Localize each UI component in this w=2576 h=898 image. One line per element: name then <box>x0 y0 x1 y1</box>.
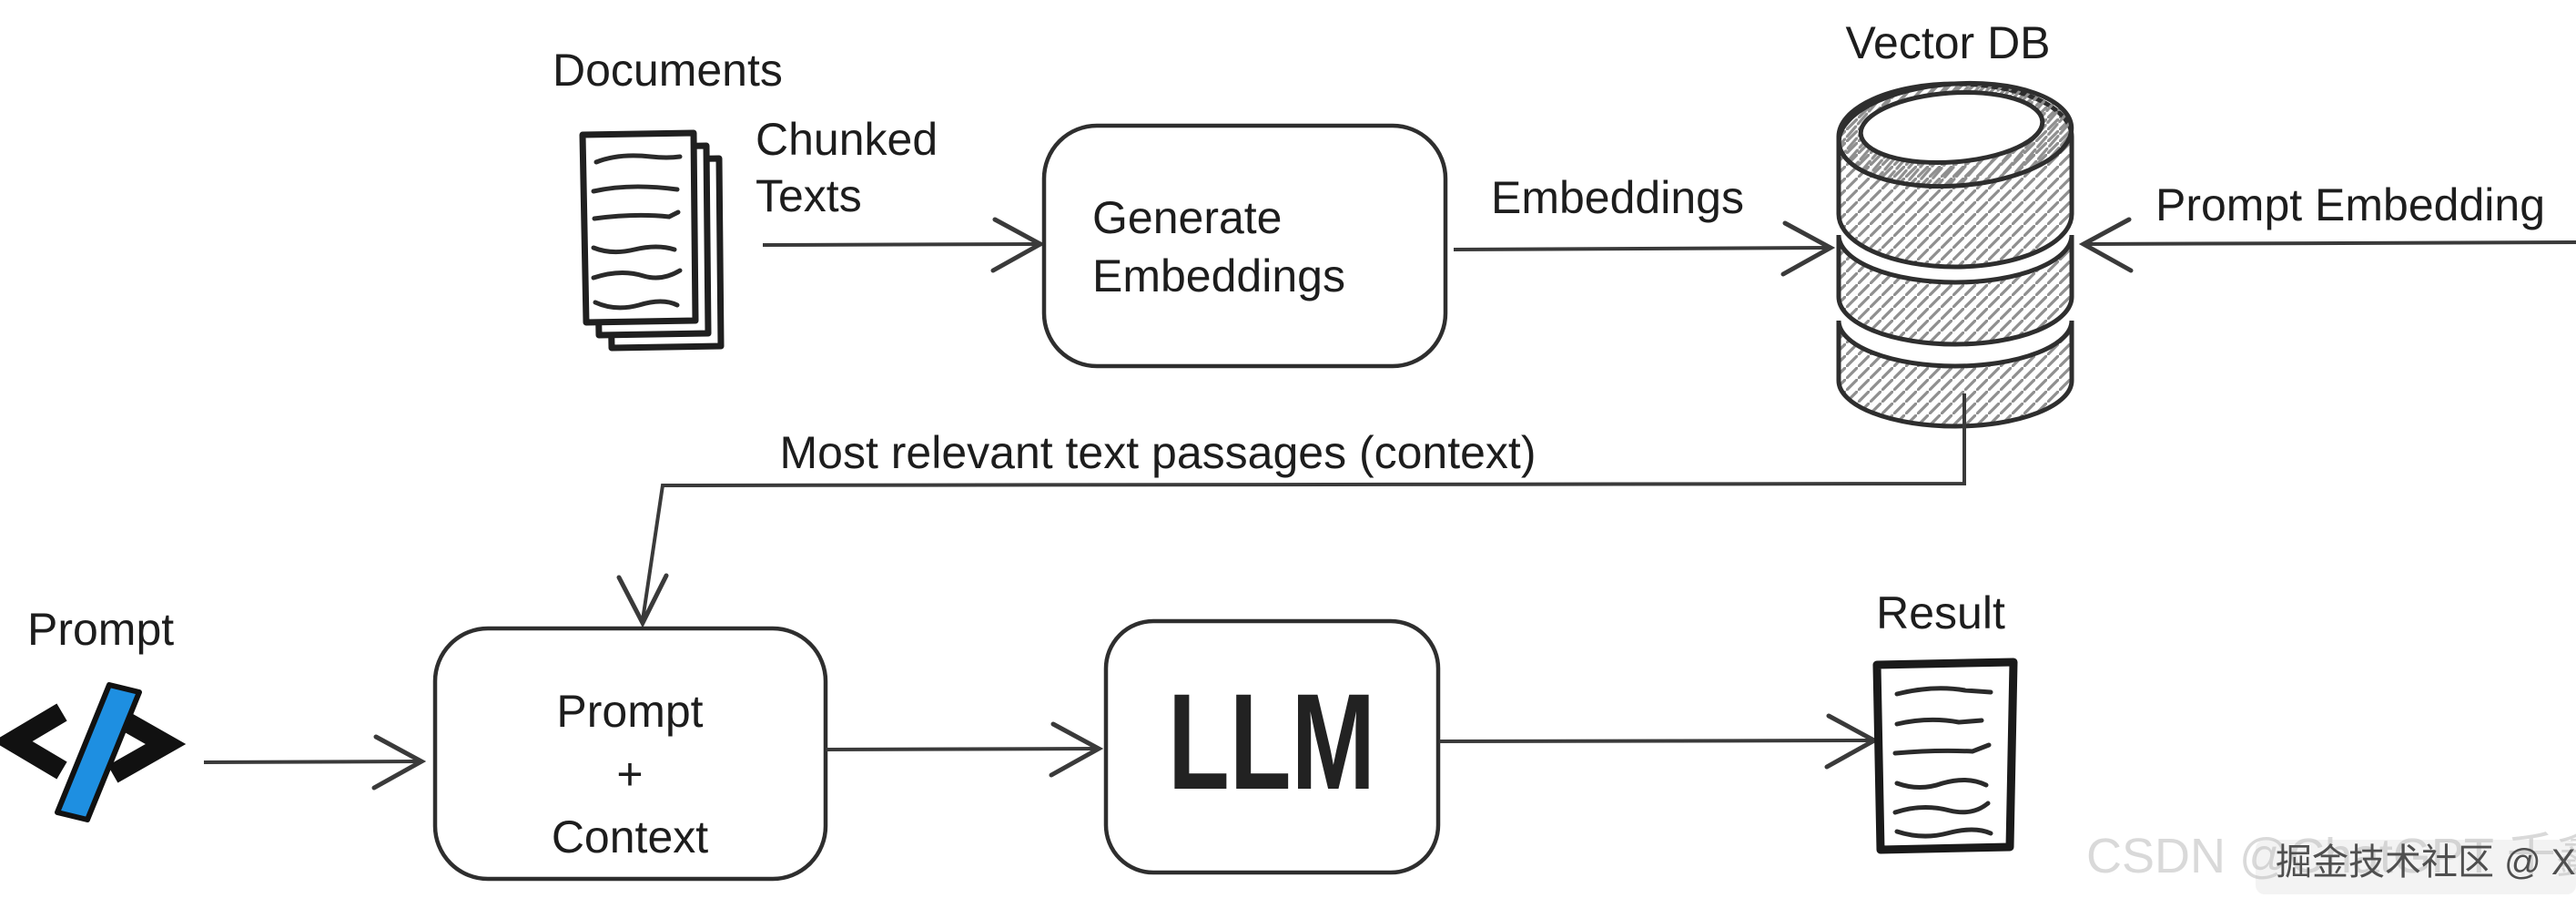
documents-label: Documents <box>553 45 783 96</box>
generate-embeddings-box: Generate Embeddings <box>1041 123 1448 369</box>
watermark-band <box>2256 840 2576 894</box>
vector-db-label: Vector DB <box>1845 17 2050 68</box>
prompt-context-box: Prompt + Context <box>432 626 828 882</box>
context-flow-label: Most relevant text passages (context) <box>780 427 1536 478</box>
svg-text:Context: Context <box>552 811 708 862</box>
documents-icon <box>579 129 725 352</box>
arrow-prompt-context-to-llm <box>825 721 1104 778</box>
code-icon-slash <box>55 682 142 822</box>
embeddings-label: Embeddings <box>1491 172 1744 223</box>
arrow-prompt-embedding-to-vectordb <box>2078 217 2576 273</box>
arrow-generate-to-vectordb <box>1453 220 1836 277</box>
svg-text:Embeddings: Embeddings <box>1092 250 1345 301</box>
watermark-juejin: 掘金技术社区 @ XinZong <box>2276 842 2576 883</box>
watermark-csdn: CSDN @ChatGPT 千鑫 <box>2086 829 2576 883</box>
chunked-texts-label: Chunked Texts <box>756 114 938 221</box>
arrow-llm-to-result <box>1438 713 1880 770</box>
arrow-prompt-to-prompt-context <box>203 734 427 791</box>
svg-text:+: + <box>616 749 643 800</box>
code-icon <box>0 682 187 822</box>
result-label: Result <box>1876 587 2005 638</box>
svg-text:Chunked: Chunked <box>756 114 938 165</box>
llm-box: LLM <box>1103 618 1441 875</box>
vector-db-icon <box>1836 80 2074 429</box>
svg-text:Prompt: Prompt <box>556 686 703 737</box>
svg-text:Texts: Texts <box>756 170 862 221</box>
result-icon <box>1872 658 2018 854</box>
svg-text:Generate: Generate <box>1092 192 1282 243</box>
prompt-label: Prompt <box>27 604 174 655</box>
llm-label: LLM <box>1168 666 1375 818</box>
arrow-documents-to-generate <box>762 217 1046 273</box>
arrow-vectordb-to-prompt-context <box>616 393 1966 628</box>
prompt-embedding-label: Prompt Embedding <box>2155 179 2545 230</box>
